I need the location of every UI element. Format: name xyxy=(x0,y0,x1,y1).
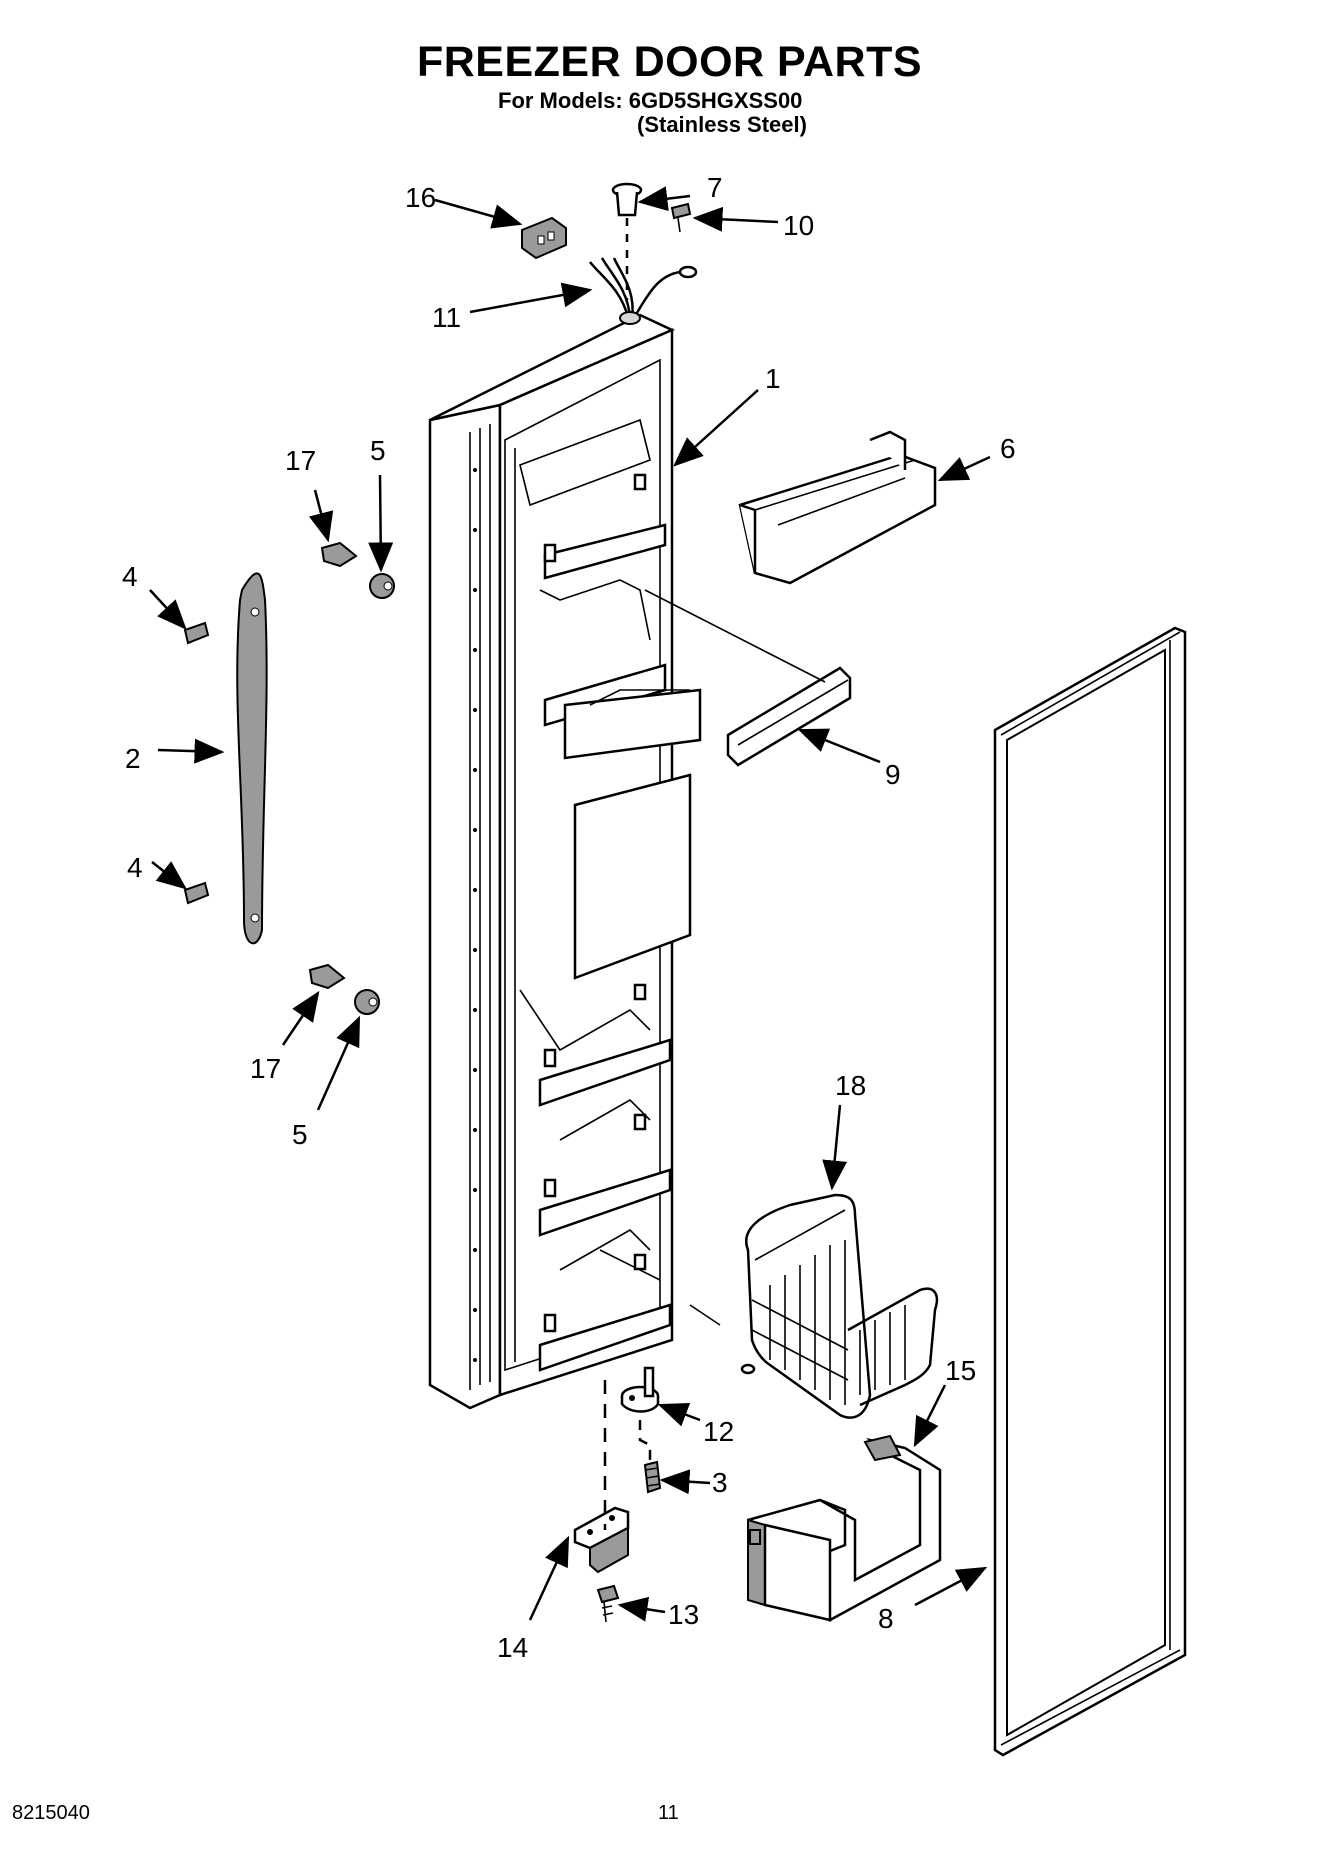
callout-17-upper: 17 xyxy=(285,445,316,476)
document-number: 8215040 xyxy=(12,1802,90,1824)
callout-labels: 16 7 10 11 1 6 9 4 2 4 17 5 17 5 18 15 1… xyxy=(122,172,1016,1663)
finish-line: (Stainless Steel) xyxy=(637,112,807,137)
callout-11: 11 xyxy=(432,302,461,333)
wire-harness-part-11 xyxy=(589,218,698,325)
callout-5-lower: 5 xyxy=(292,1119,308,1150)
spacer-part-5-lower xyxy=(354,989,380,1015)
screw-part-10 xyxy=(670,202,692,233)
callout-13: 13 xyxy=(668,1599,699,1630)
callout-16: 16 xyxy=(405,182,436,213)
callout-6: 6 xyxy=(1000,433,1016,464)
screw-part-17-upper xyxy=(320,541,358,568)
plug-part-7 xyxy=(611,182,643,217)
trim-strip-part-9 xyxy=(644,589,852,767)
models-line: For Models: 6GD5SHGXSS00 xyxy=(498,88,803,113)
basket-support-part-15 xyxy=(747,1434,942,1622)
callout-14: 14 xyxy=(497,1632,528,1663)
page-number: 11 xyxy=(658,1802,679,1824)
callout-4-lower: 4 xyxy=(127,852,143,883)
screw-part-3 xyxy=(643,1460,662,1494)
handle-part-2 xyxy=(236,572,268,945)
hinge-bracket-part-14 xyxy=(573,1506,630,1574)
callout-2: 2 xyxy=(125,743,141,774)
screw-part-4-upper xyxy=(183,621,210,645)
callout-9: 9 xyxy=(885,759,901,790)
screw-part-17-lower xyxy=(308,963,346,990)
callout-5-upper: 5 xyxy=(370,435,386,466)
callout-18: 18 xyxy=(835,1070,866,1101)
hinge-pin-part-12 xyxy=(620,1366,660,1413)
callout-17-lower: 17 xyxy=(250,1053,281,1084)
spacer-part-5-upper xyxy=(369,573,395,599)
leader-arrows xyxy=(149,186,991,1622)
door-gasket-part-8 xyxy=(993,626,1187,1757)
callout-15: 15 xyxy=(945,1355,976,1386)
freezer-door xyxy=(428,313,702,1410)
page-title: FREEZER DOOR PARTS xyxy=(416,38,923,86)
callout-8: 8 xyxy=(878,1603,894,1634)
ice-basket-part-18 xyxy=(740,1193,939,1419)
callout-12: 12 xyxy=(703,1416,734,1447)
screw-part-13 xyxy=(596,1584,620,1623)
screw-part-4-lower xyxy=(183,881,210,905)
wire-connector-part-16 xyxy=(521,216,567,260)
callout-4-upper: 4 xyxy=(122,561,138,592)
callout-7: 7 xyxy=(707,172,723,203)
callout-1: 1 xyxy=(765,363,781,394)
callout-10: 10 xyxy=(783,210,814,241)
callout-3: 3 xyxy=(712,1467,728,1498)
door-bin-part-6 xyxy=(738,430,937,585)
